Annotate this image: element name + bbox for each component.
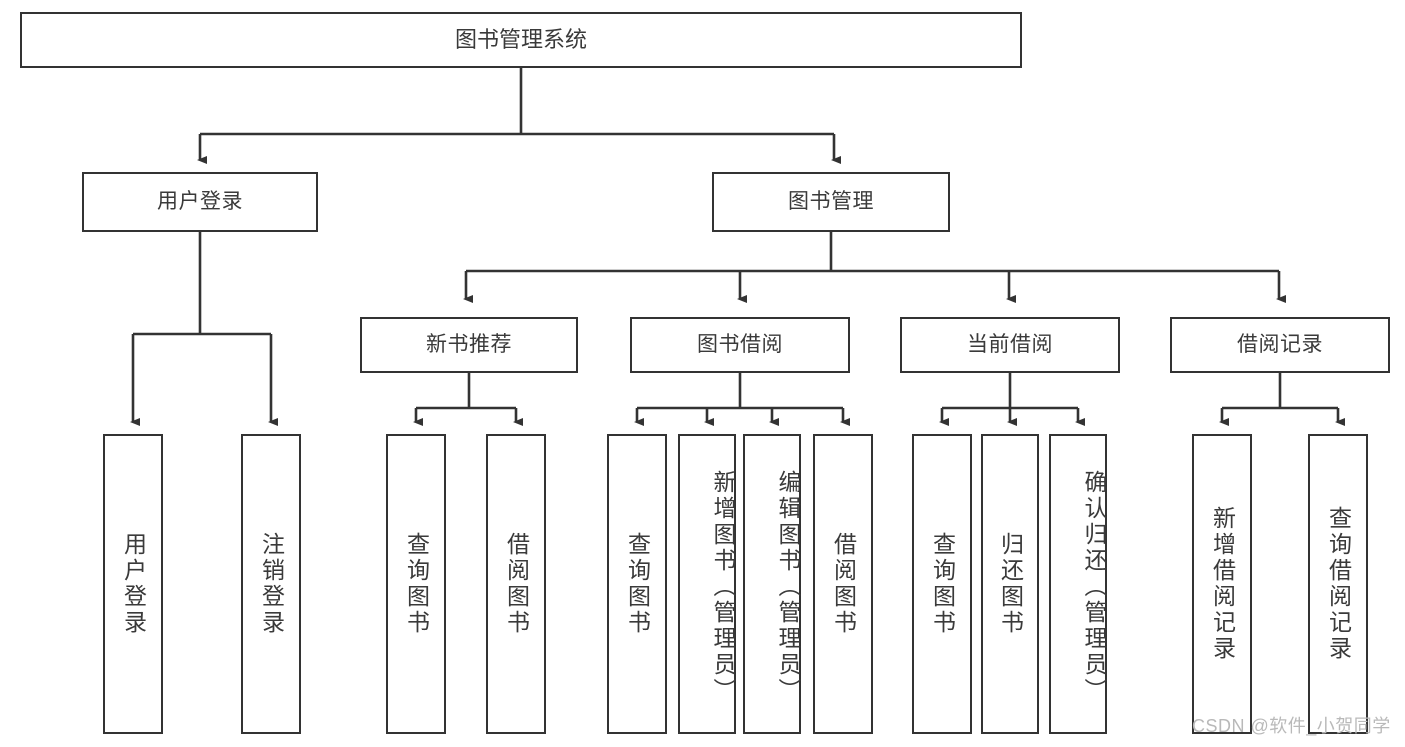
node-label: 借阅图书	[503, 532, 530, 636]
node-label: 查询图书	[403, 532, 430, 636]
node-book-management[interactable]: 图书管理	[712, 172, 950, 232]
leaf-add-borrowing-record[interactable]: 新增借阅记录	[1192, 434, 1252, 734]
leaf-user-login[interactable]: 用户登录	[103, 434, 163, 734]
leaf-logout[interactable]: 注销登录	[241, 434, 301, 734]
node-label: 查询图书	[624, 532, 651, 636]
node-borrowing-records[interactable]: 借阅记录	[1170, 317, 1390, 373]
node-label: 图书管理	[788, 189, 874, 213]
node-label: 图书借阅	[697, 332, 783, 356]
node-label: 新增图书（管理员）	[710, 470, 736, 704]
leaf-query-books-current[interactable]: 查询图书	[912, 434, 972, 734]
leaf-query-books-borrowing[interactable]: 查询图书	[607, 434, 667, 734]
leaf-add-book-admin[interactable]: 新增图书（管理员）	[678, 434, 736, 734]
node-label: 注销登录	[258, 532, 285, 636]
node-current-borrowing[interactable]: 当前借阅	[900, 317, 1120, 373]
node-root-book-management-system[interactable]: 图书管理系统	[20, 12, 1022, 68]
node-book-borrowing[interactable]: 图书借阅	[630, 317, 850, 373]
leaf-borrow-books[interactable]: 借阅图书	[813, 434, 873, 734]
watermark: CSDN @软件_小贺同学	[1192, 716, 1391, 736]
node-label: 归还图书	[997, 532, 1024, 636]
node-label: 图书管理系统	[454, 27, 587, 53]
leaf-query-books-recommendation[interactable]: 查询图书	[386, 434, 446, 734]
leaf-confirm-return-admin[interactable]: 确认归还（管理员）	[1049, 434, 1107, 734]
node-label: 查询借阅记录	[1325, 506, 1352, 662]
node-user-login[interactable]: 用户登录	[82, 172, 318, 232]
node-label: 新增借阅记录	[1209, 506, 1236, 662]
node-label: 查询图书	[929, 532, 956, 636]
leaf-return-books[interactable]: 归还图书	[981, 434, 1039, 734]
leaf-borrow-books-recommendation[interactable]: 借阅图书	[486, 434, 546, 734]
node-label: 借阅图书	[830, 532, 857, 636]
node-label: 借阅记录	[1237, 332, 1323, 356]
node-label: 新书推荐	[426, 332, 512, 356]
node-new-book-recommendation[interactable]: 新书推荐	[360, 317, 578, 373]
node-label: 确认归还（管理员）	[1081, 470, 1107, 704]
node-label: 用户登录	[157, 189, 243, 213]
leaf-query-borrowing-record[interactable]: 查询借阅记录	[1308, 434, 1368, 734]
node-label: 当前借阅	[967, 332, 1053, 356]
node-label: 编辑图书（管理员）	[775, 470, 801, 704]
node-label: 用户登录	[120, 532, 147, 636]
leaf-edit-book-admin[interactable]: 编辑图书（管理员）	[743, 434, 801, 734]
